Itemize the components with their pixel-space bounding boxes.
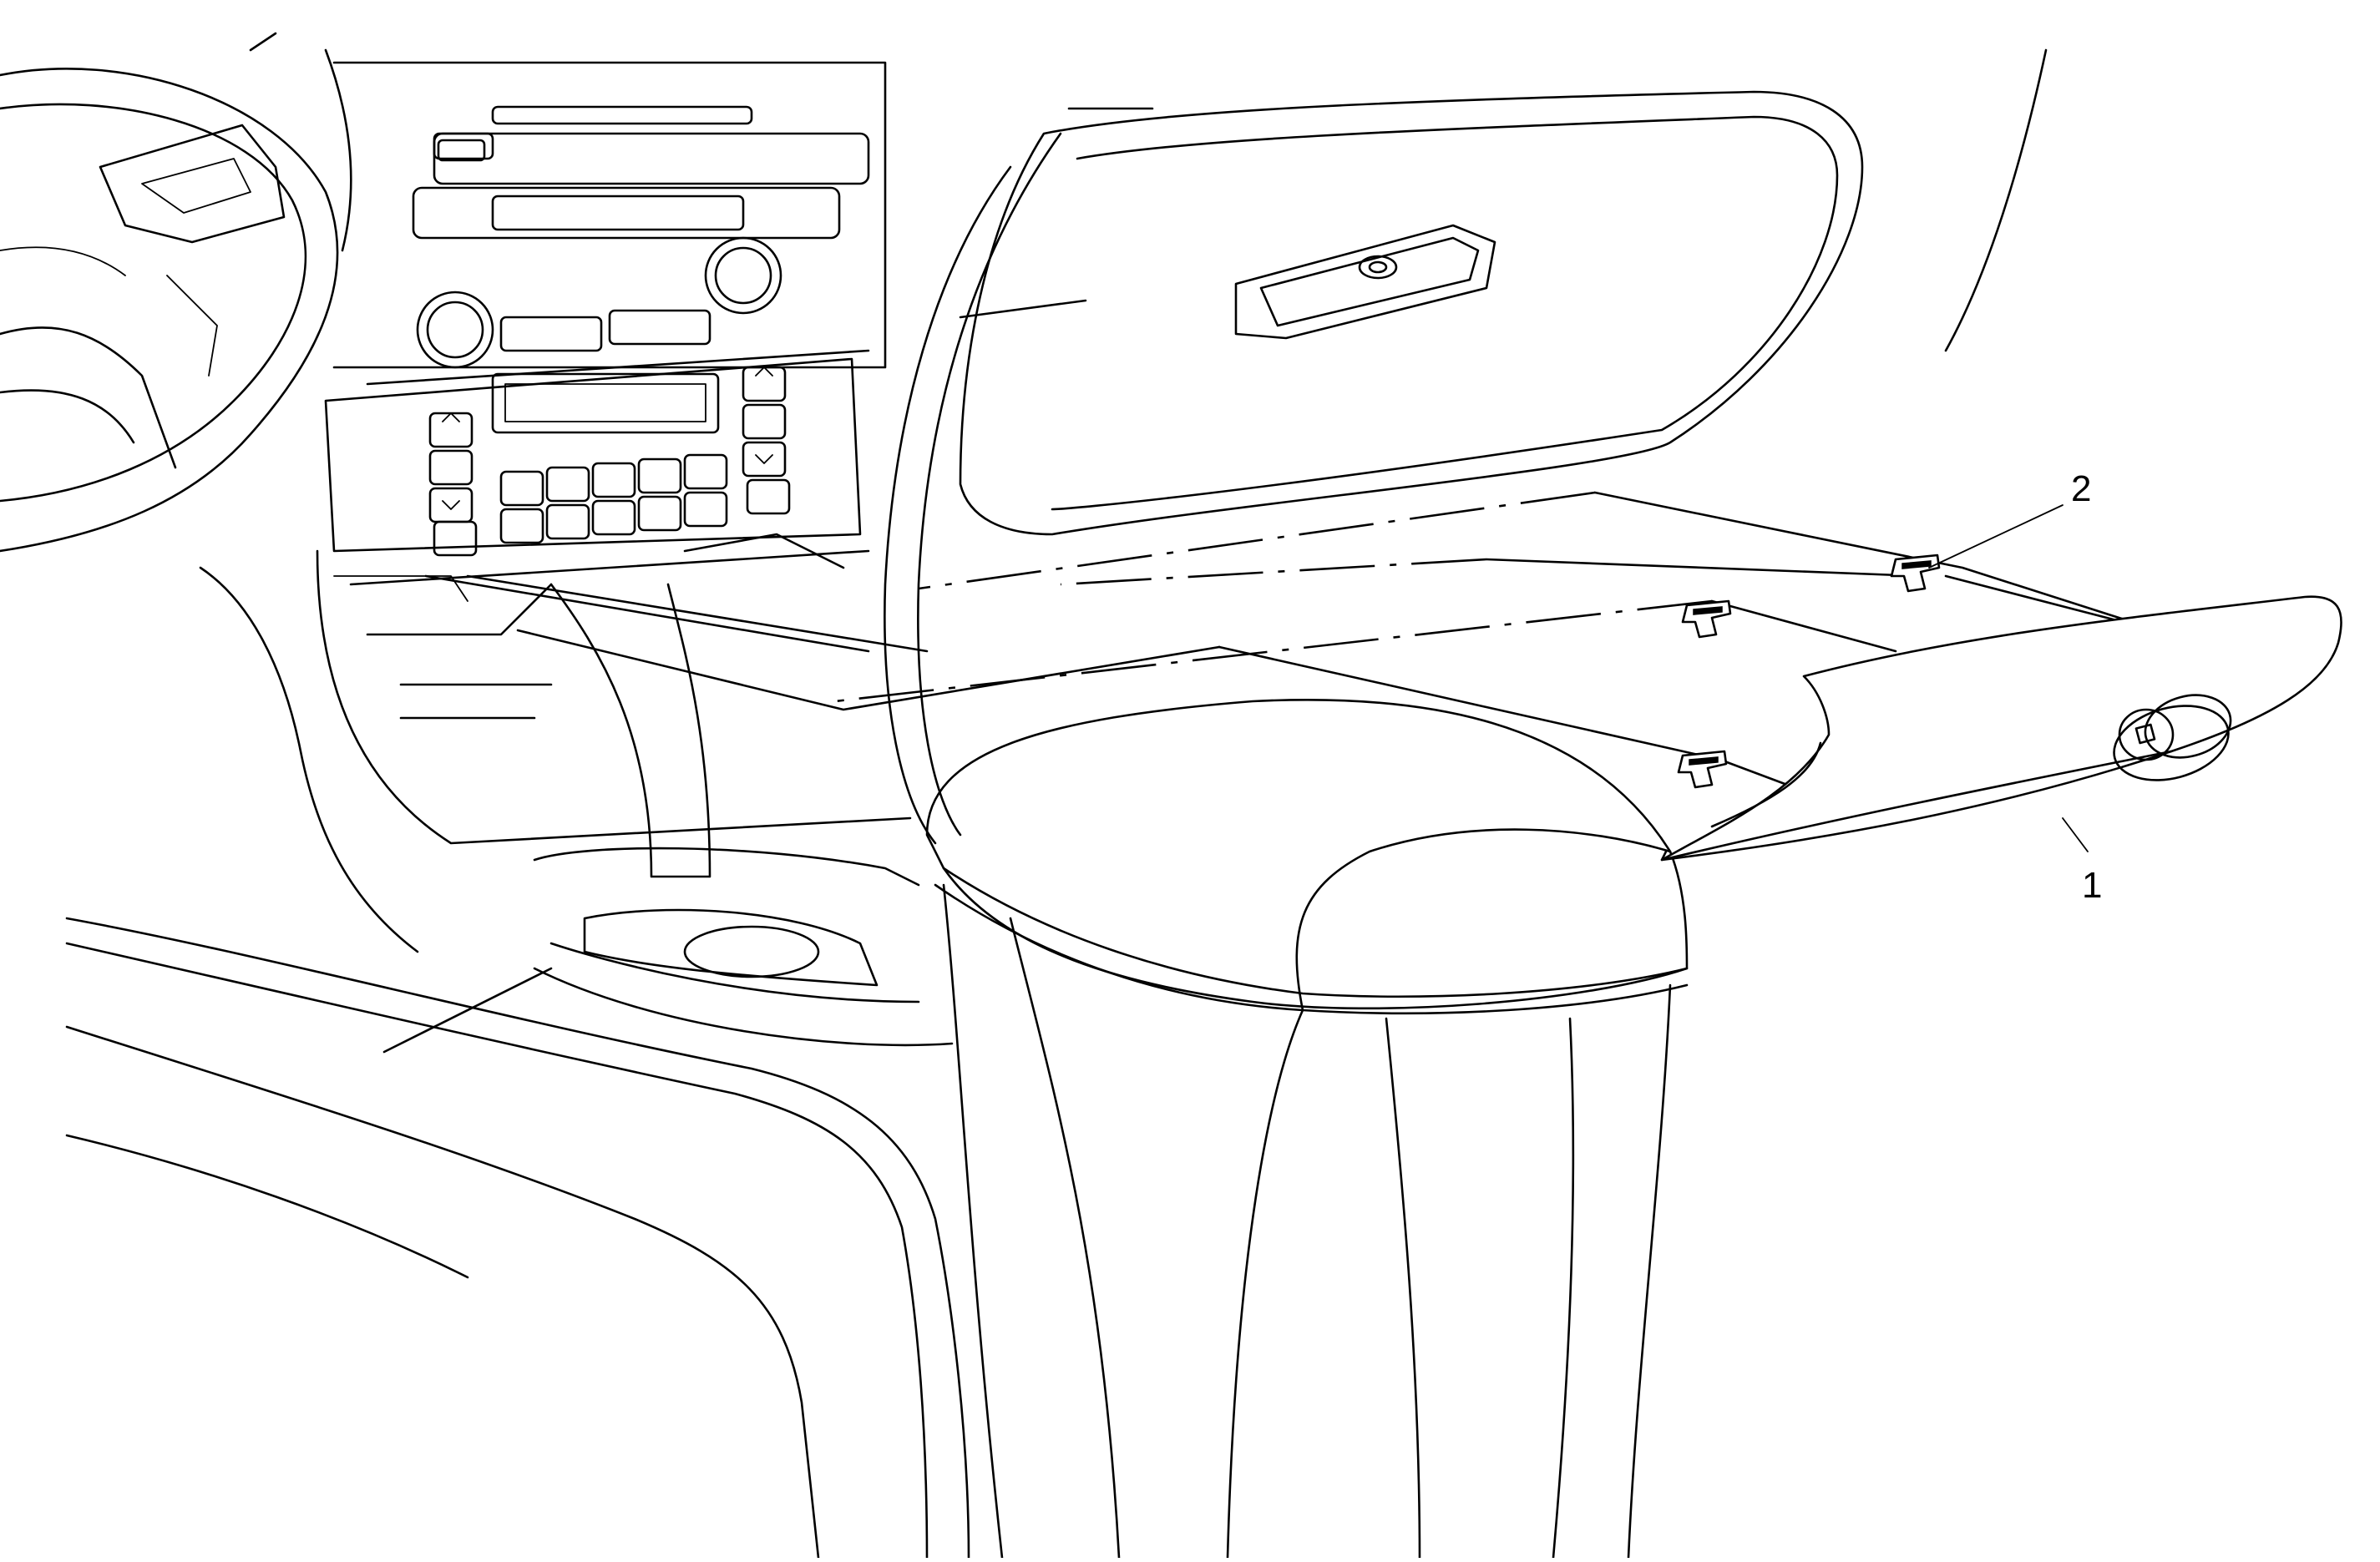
radio-unit: [332, 61, 887, 386]
steering-wheel: [0, 32, 352, 553]
armrest: [925, 698, 1689, 1559]
clip-fastener-lower: [1677, 750, 1728, 789]
clip-fastener-upper: [1890, 554, 1941, 593]
callout-label-1: 1: [2082, 865, 2102, 906]
center-console: [199, 549, 954, 1047]
callout-label-2: 2: [2071, 468, 2091, 509]
climate-button-row-1: [499, 453, 728, 507]
callout-leader-1: [2062, 817, 2089, 852]
door-trim-right: [884, 48, 2048, 845]
trim-panel: [1660, 595, 2342, 862]
climate-control-panel: [324, 357, 862, 557]
driver-seat: [65, 917, 970, 1559]
climate-button-row-2: [499, 491, 728, 544]
callout-leader-2: [1928, 504, 2064, 569]
clip-fastener-middle: [1681, 599, 1732, 639]
